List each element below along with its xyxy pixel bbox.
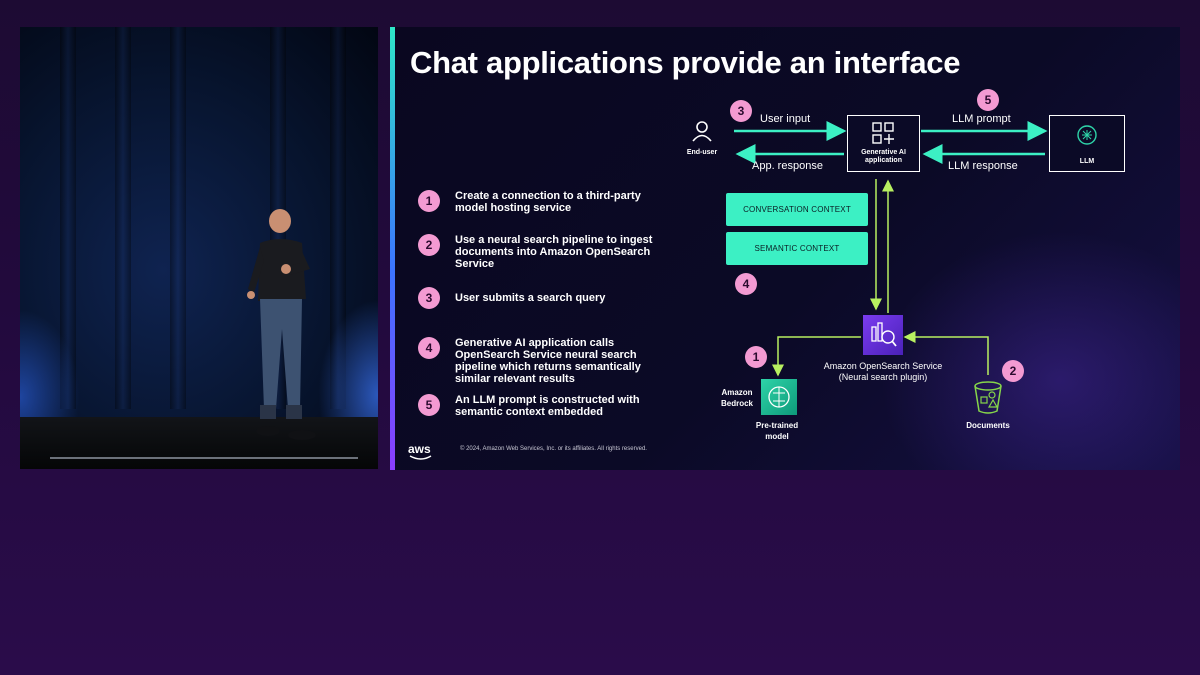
list-item: 2 Use a neural search pipeline to ingest… (418, 234, 655, 270)
opensearch-to-bedrock-arrow (772, 336, 861, 377)
list-item: 1 Create a connection to a third-party m… (418, 190, 655, 214)
step-number-badge: 1 (418, 190, 440, 212)
bedrock-icon (761, 379, 797, 415)
presenter-video (20, 27, 378, 469)
generative-ai-app-box: Generative AI application (847, 115, 920, 172)
semantic-context-pill: SEMANTIC CONTEXT (726, 232, 868, 265)
step-badge-documents: 2 (1002, 360, 1024, 382)
slide-title: Chat applications provide an interface (410, 45, 961, 80)
curtain-fold (115, 27, 131, 409)
documents-label: Documents (966, 421, 1010, 430)
user-input-label: User input (760, 113, 811, 125)
llm-prompt-label: LLM prompt (952, 113, 1011, 125)
app-grid-icon (872, 122, 894, 144)
stage-light (318, 299, 378, 419)
list-item: 3 User submits a search query (418, 287, 655, 309)
copyright-text: © 2024, Amazon Web Services, Inc. or its… (460, 446, 647, 452)
documents-to-opensearch-arrow (903, 331, 989, 375)
stage-light (20, 309, 80, 419)
step-text: An LLM prompt is constructed with semant… (455, 394, 640, 418)
list-item: 4 Generative AI application calls OpenSe… (418, 337, 655, 385)
pretrained-model-label: Pre-trained model (755, 421, 799, 441)
list-item: 5 An LLM prompt is constructed with sema… (418, 394, 655, 418)
opensearch-icon (863, 315, 903, 355)
bedrock-label: Amazon Bedrock (720, 388, 753, 408)
step-number-badge: 4 (418, 337, 440, 359)
step-text: Generative AI application calls OpenSear… (455, 337, 641, 385)
app-response-label: App. response (752, 160, 823, 172)
llm-label: LLM (1079, 158, 1095, 165)
llm-box: LLM (1049, 115, 1125, 172)
person-icon (692, 121, 712, 142)
step-badge-bedrock: 1 (745, 346, 767, 368)
step-number-badge: 3 (418, 287, 440, 309)
stage-floor (20, 417, 378, 469)
conversation-context-pill: CONVERSATION CONTEXT (726, 193, 868, 226)
end-user-label: End-user (686, 149, 718, 156)
step-badge-user-input: 3 (730, 100, 752, 122)
generative-ai-app-label: Generative AI application (861, 149, 906, 164)
brain-chip-icon (1077, 125, 1097, 145)
step-text: User submits a search query (455, 292, 606, 304)
slide-glow (880, 230, 1180, 470)
presentation-slide: Chat applications provide an interface 1… (390, 27, 1180, 470)
step-number-badge: 2 (418, 234, 440, 256)
speaker-figure (247, 209, 316, 440)
bucket-icon (974, 381, 1002, 414)
slide-accent-bar (390, 27, 395, 470)
llm-response-label: LLM response (948, 160, 1018, 172)
step-number-badge: 5 (418, 394, 440, 416)
aws-logo: aws (408, 442, 431, 456)
step-text: Create a connection to a third-party mod… (455, 190, 641, 214)
curtain-fold (170, 27, 186, 409)
step-text: Use a neural search pipeline to ingest d… (455, 234, 653, 270)
aws-smile-icon (409, 455, 432, 460)
opensearch-label: Amazon OpenSearch Service (Neural search… (823, 361, 943, 382)
architecture-diagram (734, 121, 1048, 377)
step-badge-llm-prompt: 5 (977, 89, 999, 111)
step-badge-context: 4 (735, 273, 757, 295)
